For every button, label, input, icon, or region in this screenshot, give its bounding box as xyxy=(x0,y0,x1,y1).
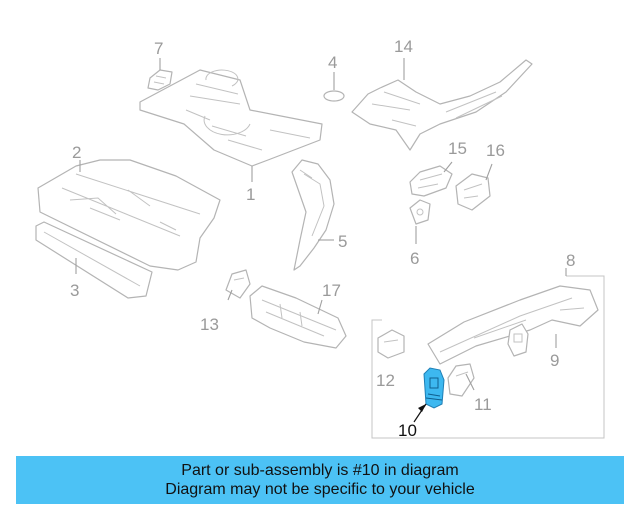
banner-line-part-number: Part or sub-assembly is #10 in diagram xyxy=(181,462,459,479)
part-12 xyxy=(377,329,405,359)
part-7 xyxy=(147,58,173,91)
callout-6: 6 xyxy=(410,249,419,268)
part-11 xyxy=(447,363,475,397)
banner-line-disclaimer: Diagram may not be specific to your vehi… xyxy=(165,481,475,498)
callout-3: 3 xyxy=(70,281,79,300)
part-10 xyxy=(413,367,445,423)
callout-12: 12 xyxy=(376,371,395,390)
callout-16: 16 xyxy=(486,141,505,160)
parts-diagram: 1 2 3 4 5 6 7 8 9 10 11 12 13 14 15 16 1… xyxy=(35,37,605,440)
part-5 xyxy=(291,159,335,271)
part-9-bracket xyxy=(507,323,529,357)
callout-15: 15 xyxy=(448,139,467,158)
part-16 xyxy=(455,163,493,211)
callout-10: 10 xyxy=(398,421,417,440)
callout-14: 14 xyxy=(394,37,413,56)
part-6 xyxy=(409,199,431,244)
part-3 xyxy=(35,221,153,299)
part-9 xyxy=(427,285,599,365)
part-15 xyxy=(409,161,453,197)
callout-9: 9 xyxy=(550,351,559,370)
callout-11: 11 xyxy=(474,395,492,414)
part-4 xyxy=(323,72,345,102)
part-14 xyxy=(351,58,533,151)
callout-4: 4 xyxy=(328,53,337,72)
info-banner: Part or sub-assembly is #10 in diagram D… xyxy=(16,456,624,504)
part-2 xyxy=(37,159,221,271)
part-1 xyxy=(139,69,323,182)
callout-17: 17 xyxy=(322,281,341,300)
part-13 xyxy=(225,269,251,301)
part-8-group xyxy=(371,268,605,439)
callout-8: 8 xyxy=(566,251,575,270)
callout-2: 2 xyxy=(72,143,81,162)
part-17 xyxy=(249,285,347,349)
callout-7: 7 xyxy=(154,39,163,58)
callout-1: 1 xyxy=(246,185,255,204)
callout-13: 13 xyxy=(200,315,219,334)
callout-5: 5 xyxy=(338,232,347,251)
